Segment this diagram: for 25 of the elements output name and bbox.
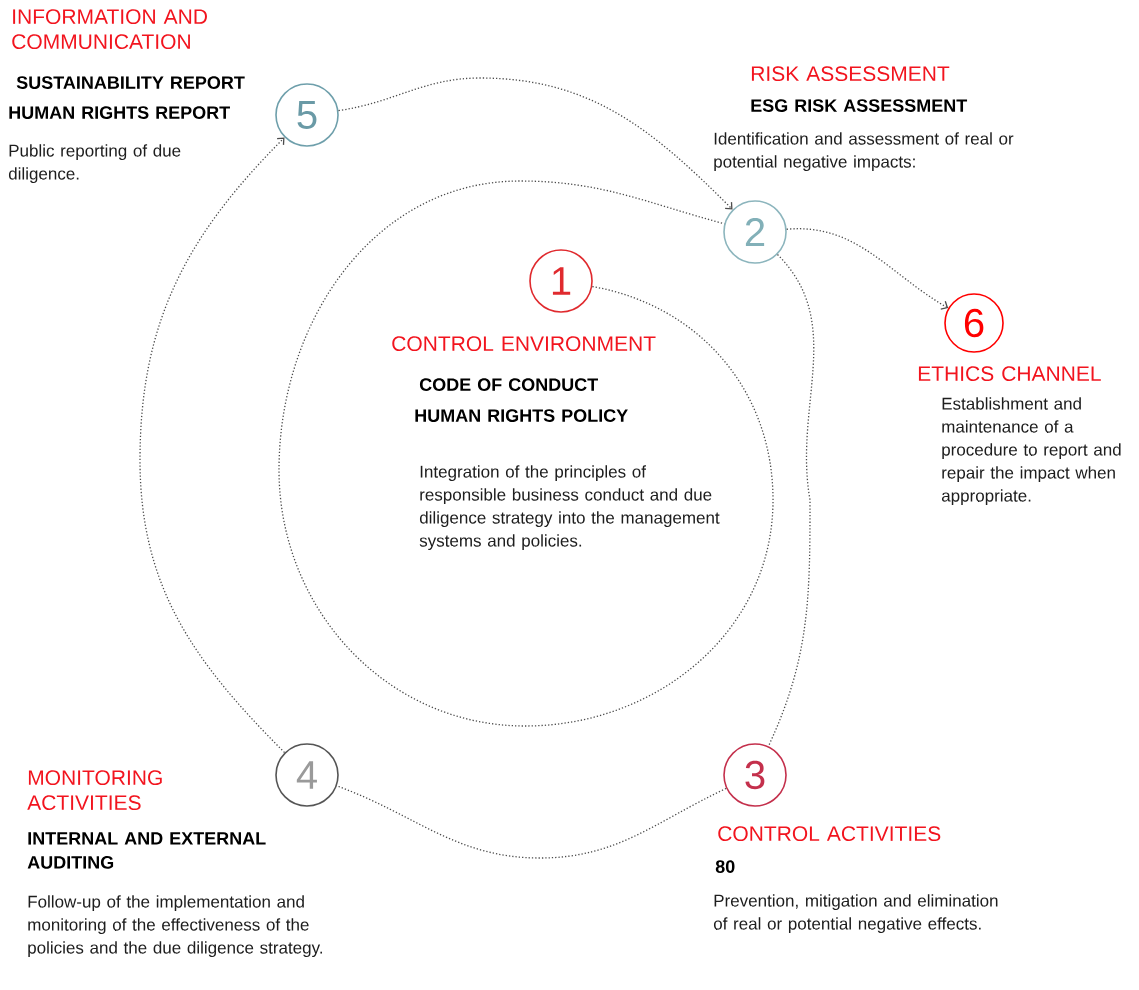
description-text: Follow-up of the implementation and monitoring of the effectiveness of the policies and the due diligence strategy. [28, 895, 322, 958]
section-heading: RISK ASSESSMENT [751, 66, 950, 82]
dotted-connector [278, 180, 774, 727]
description-text: Prevention, mitigation and elimination of real or potential negative effects. [713, 894, 998, 934]
dotted-arrow [337, 77, 733, 210]
section-heading: CONTROL ENVIRONMENT [392, 336, 656, 352]
dotted-arrow [786, 228, 949, 310]
subheading: SUSTAINABILITY REPORT [16, 76, 245, 89]
section-heading: ETHICS CHANNEL [918, 366, 1101, 382]
description-text: Establishment and maintenance of a procedure to report and repair the impact when appropriate. [941, 397, 1121, 506]
dotted-arrow [139, 137, 286, 754]
dotted-connector [767, 253, 815, 747]
description-text: Public reporting of due diligence. [8, 144, 181, 184]
section-heading: CONTROL ACTIVITIES [718, 826, 941, 842]
dotted-connector [336, 785, 727, 859]
subheading: HUMAN RIGHTS REPORT [9, 106, 230, 119]
description-text: Identification and assessment of real or potential negative impacts: [714, 132, 1014, 172]
subheading: 80 [715, 860, 735, 873]
description-text: Integration of the principles of responsible business conduct and due diligence strategy into the management systems and policies. [419, 465, 720, 551]
section-heading: MONITORING ACTIVITIES [27, 770, 162, 811]
subheading: ESG RISK ASSESSMENT [751, 99, 968, 112]
subheading: CODE OF CONDUCT [419, 378, 598, 391]
section-heading: INFORMATION AND COMMUNICATION [12, 9, 207, 50]
subheading: HUMAN RIGHTS POLICY [415, 409, 628, 422]
subheading: INTERNAL AND EXTERNAL AUDITING [27, 832, 266, 869]
